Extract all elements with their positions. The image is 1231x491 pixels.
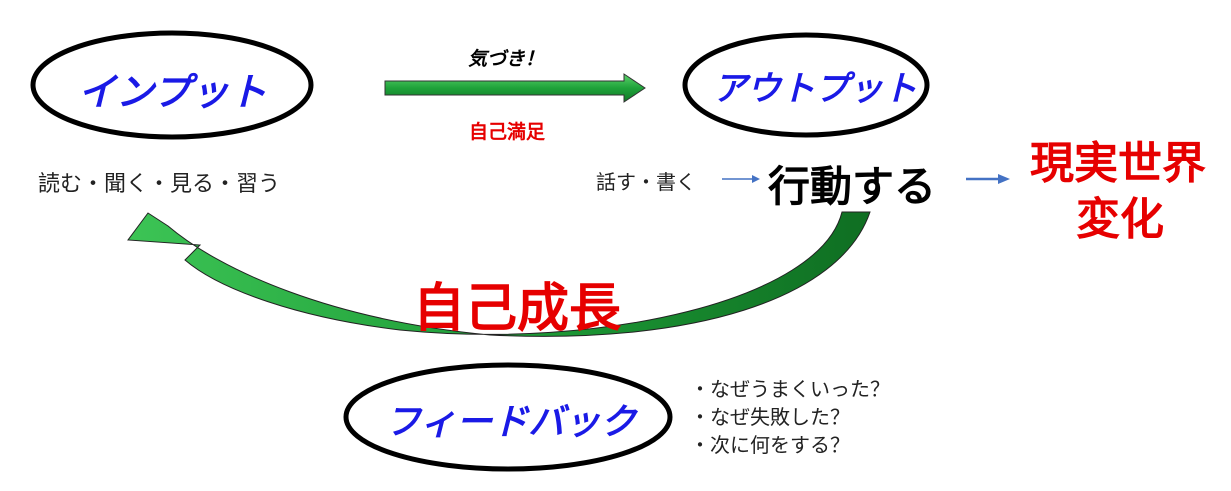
output-ellipse <box>682 32 930 138</box>
input-methods-text: 読む・聞く・見る・習う <box>38 172 281 197</box>
result-line1: 現実世界 <box>1030 138 1206 189</box>
output-methods-text: 話す・書く <box>596 170 696 194</box>
growth-label: 自己成長 <box>413 279 622 339</box>
result-arrow <box>966 174 1010 184</box>
input-label: インプット <box>78 70 267 114</box>
feedback-question-2: ・なぜ失敗した？ <box>690 405 850 429</box>
growth-curve-arrow <box>127 211 871 337</box>
output-label: アウトプット <box>713 69 917 109</box>
action-text: 行動する <box>768 162 937 211</box>
feedback-label: フィードバック <box>385 402 637 443</box>
self-satisfaction-label: 自己満足 <box>469 121 546 143</box>
feedback-question-1: ・なぜうまくいった？ <box>690 377 890 401</box>
insight-label: 気づき！ <box>468 48 545 70</box>
feedback-ellipse <box>343 362 673 472</box>
input-ellipse <box>30 30 314 140</box>
speak-write-arrow <box>722 175 760 183</box>
result-line2: 変化 <box>1076 194 1164 245</box>
insight-arrow <box>384 73 646 103</box>
feedback-question-3: ・次に何をする？ <box>690 433 850 457</box>
